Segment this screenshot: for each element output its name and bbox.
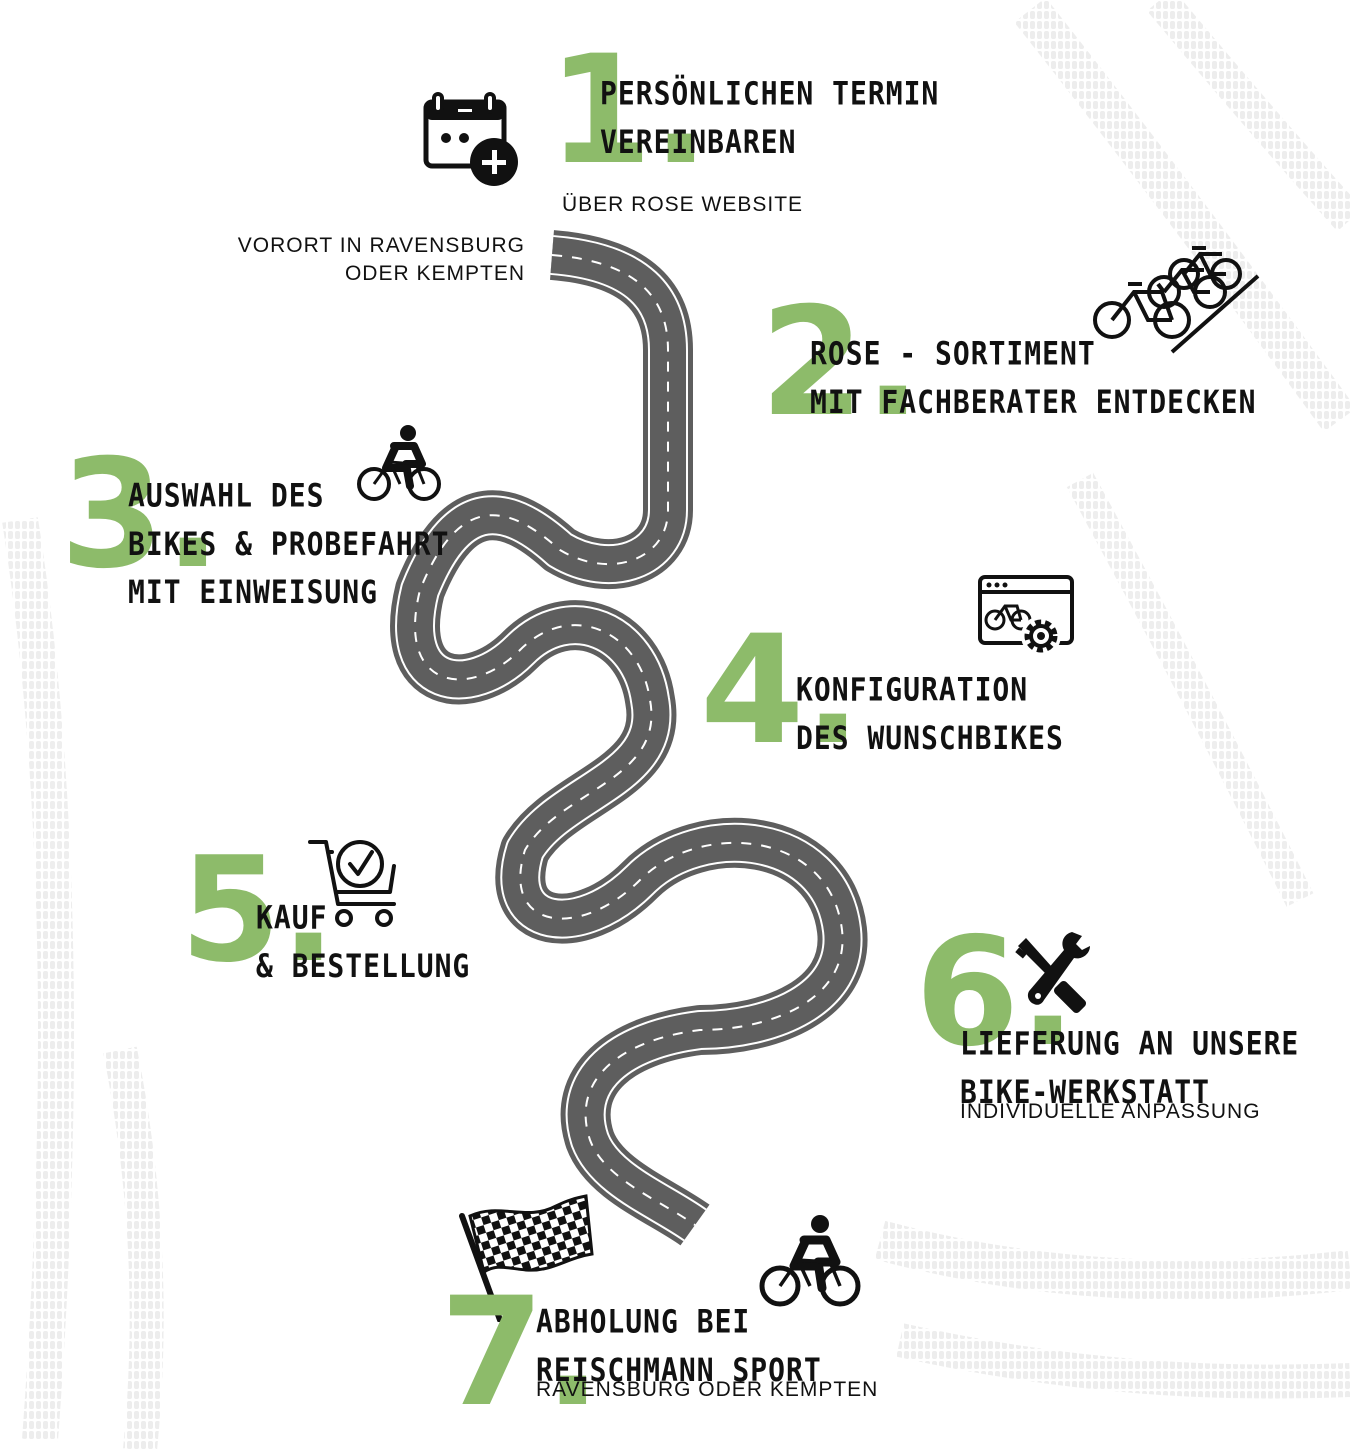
step-5-title-line-2: & BESTELLUNG (256, 946, 471, 985)
step-1-title: PERSÖNLICHEN TERMIN VEREINBAREN (600, 70, 939, 167)
checkered-flag-icon (459, 1194, 594, 1322)
step-4-title-line-2: DES WUNSCHBIKES (796, 718, 1064, 757)
step-1-number: 1. (548, 24, 710, 198)
step-7-title-line-2: REISCHMANN SPORT (536, 1350, 822, 1389)
step-7-title-line-1: ABHOLUNG BEI (536, 1302, 751, 1341)
cart-check-icon (308, 840, 396, 927)
start-note-line-1: VORORT IN RAVENSBURG (237, 234, 525, 257)
step-1-subtitle: ÜBER ROSE WEBSITE (562, 193, 804, 216)
step-3-title-line-2: BIKES & PROBEFAHRT (128, 524, 450, 563)
cyclist-icon (357, 425, 441, 501)
step-7-subtitle: RAVENSBURG ODER KEMPTEN (536, 1378, 879, 1401)
step-2-title-line-1: ROSE - SORTIMENT (810, 334, 1096, 373)
wrench-screwdriver-icon (1015, 932, 1090, 1014)
step-7-title: ABHOLUNG BEI REISCHMANN SPORT (536, 1298, 822, 1395)
start-note: VORORT IN RAVENSBURG ODER KEMPTEN (215, 232, 525, 288)
step-6-subtitle: INDIVIDUELLE ANPASSUNG (960, 1100, 1261, 1123)
step-4-title-line-1: KONFIGURATION (796, 670, 1029, 709)
step-3-title-line-3: MIT EINWEISUNG (128, 573, 379, 612)
step-2-number: 2. (760, 276, 922, 450)
step-5-number: 5. (180, 826, 336, 995)
step-1-title-line-1: PERSÖNLICHEN TERMIN (600, 74, 940, 113)
step-6-title-line-2: BIKE-WERKSTATT (960, 1072, 1211, 1111)
step-3-number: 3. (60, 428, 222, 602)
start-note-line-2: ODER KEMPTEN (344, 262, 525, 285)
step-6-title: LIEFERUNG AN UNSERE BIKE-WERKSTATT (960, 1020, 1299, 1117)
step-6-number: 6. (915, 906, 1077, 1080)
step-2-title-line-2: MIT FACHBERATER ENTDECKEN (810, 382, 1257, 421)
calendar-add-icon (423, 92, 518, 186)
step-7-number: 7. (440, 1266, 602, 1440)
road-center-dashes (414, 254, 844, 1226)
step-6-title-line-1: LIEFERUNG AN UNSERE (960, 1024, 1300, 1063)
bikes-row-icon (1093, 246, 1260, 354)
step-5-title: KAUF & BESTELLUNG (256, 894, 470, 991)
bike-configurator-icon (978, 575, 1074, 656)
cyclist-icon-finish (759, 1215, 861, 1307)
step-5-title-line-1: KAUF (256, 898, 328, 937)
step-3-title: AUSWAHL DES BIKES & PROBEFAHRT MIT EINWE… (128, 472, 449, 617)
step-4-number: 4. (700, 604, 862, 778)
step-3-title-line-1: AUSWAHL DES (128, 476, 325, 515)
step-4-title: KONFIGURATION DES WUNSCHBIKES (796, 666, 1064, 763)
step-1-title-line-2: VEREINBAREN (600, 122, 797, 161)
step-2-title: ROSE - SORTIMENT MIT FACHBERATER ENTDECK… (810, 330, 1256, 427)
